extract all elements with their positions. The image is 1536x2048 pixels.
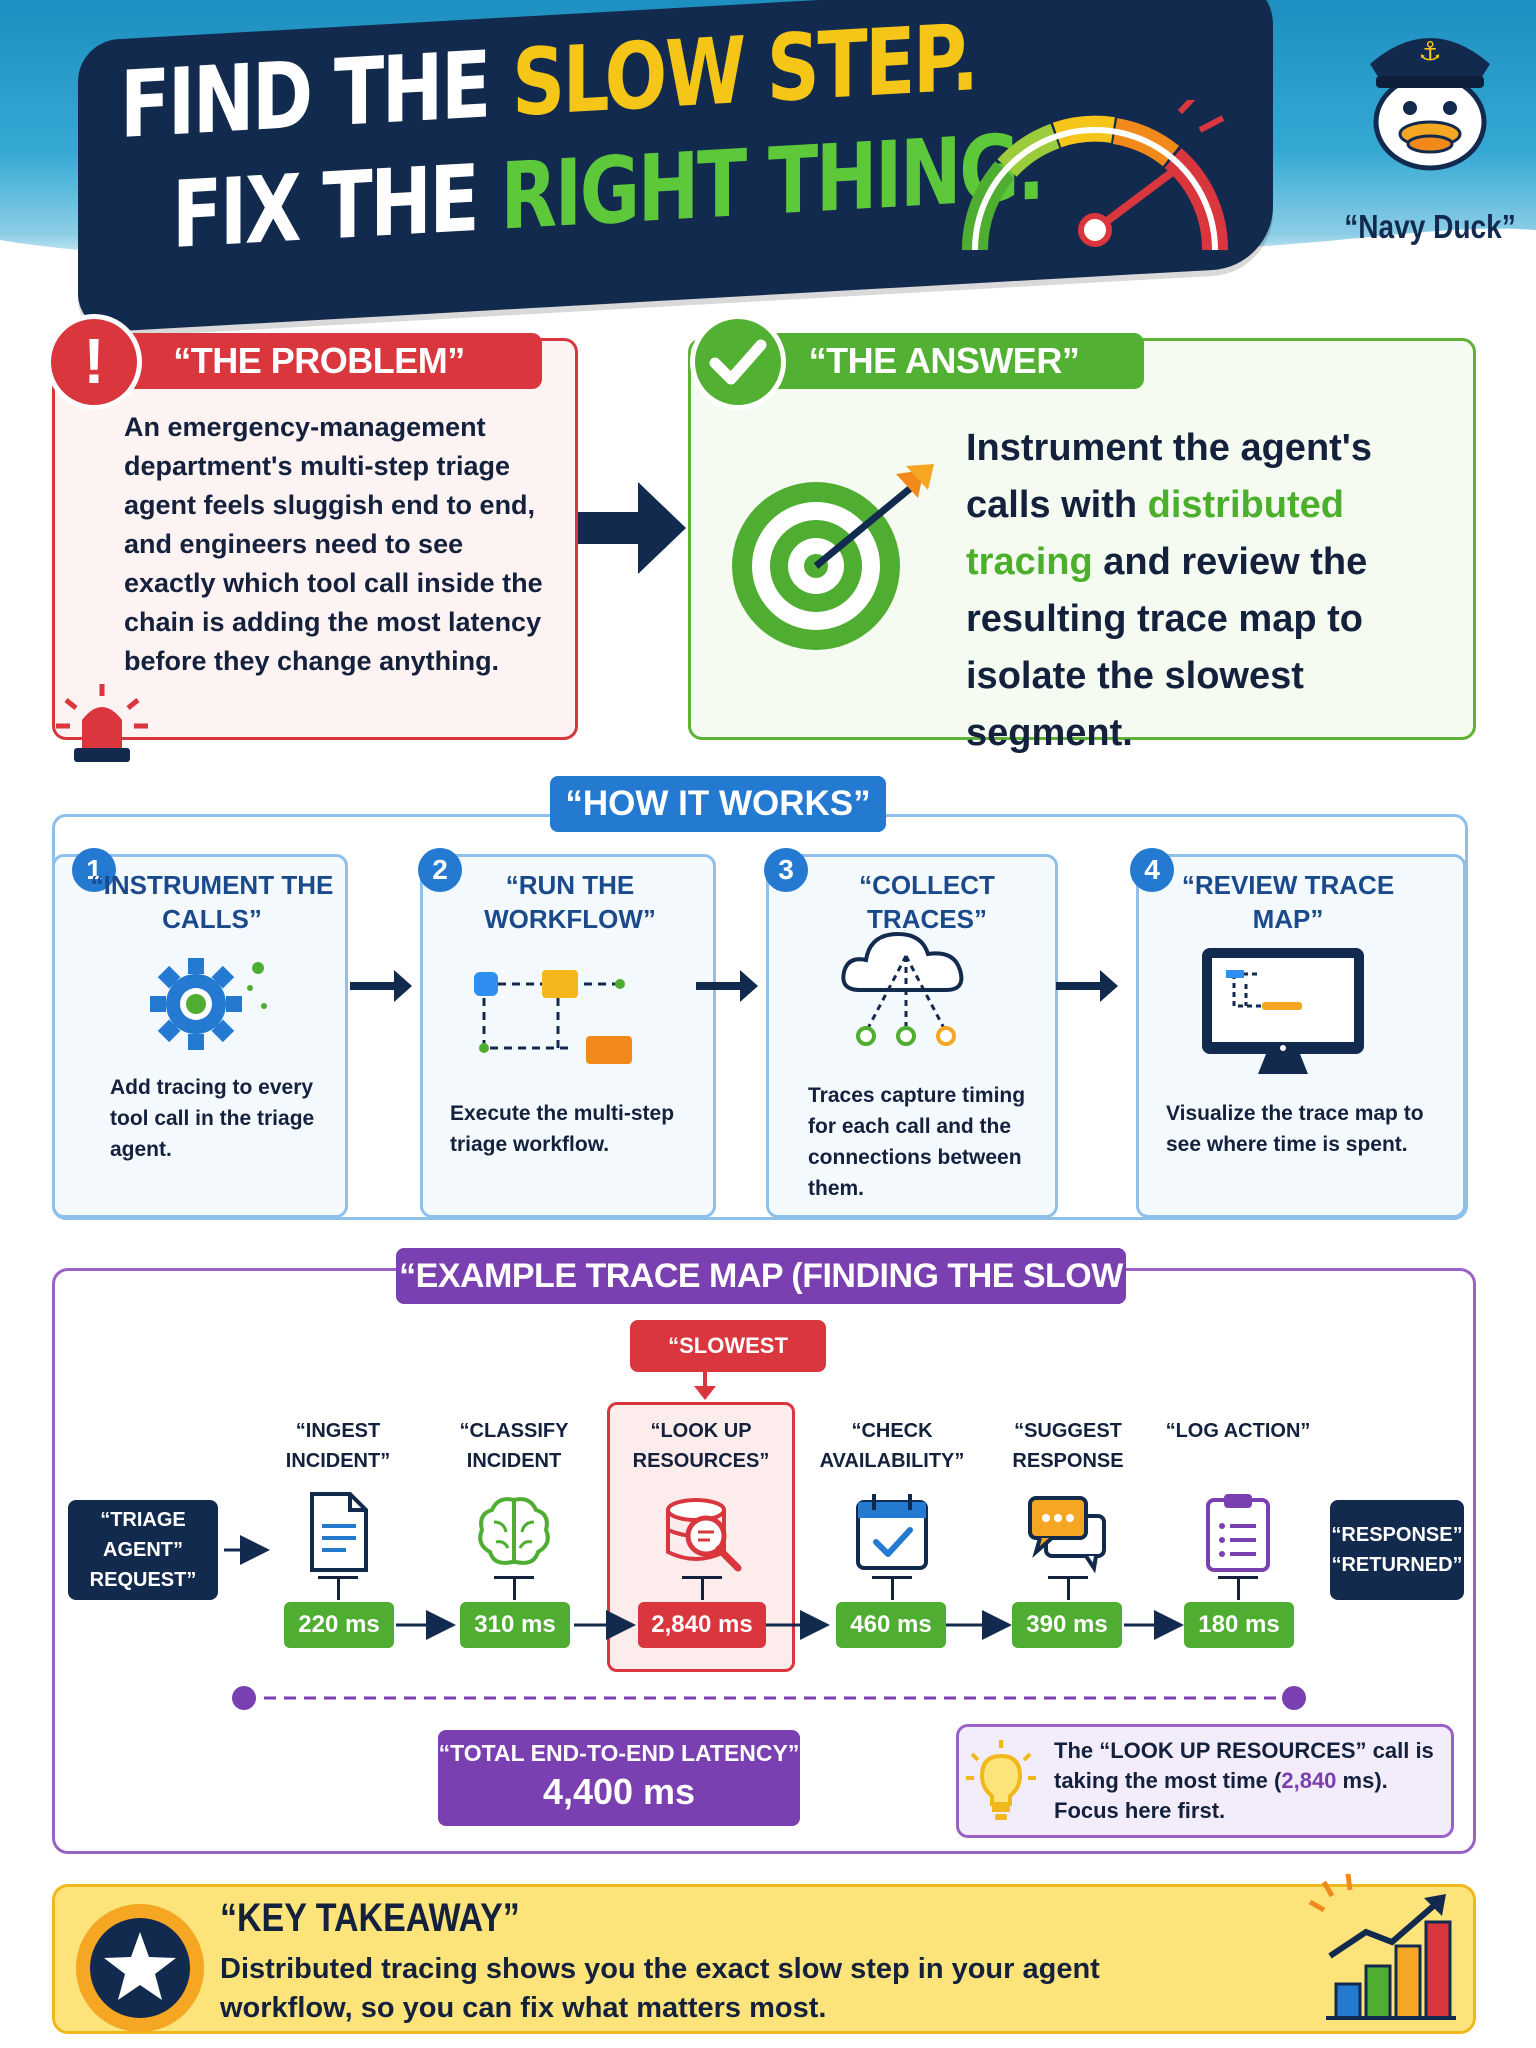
growth-chart-icon [1308, 1873, 1456, 2020]
lightbulb-icon [966, 1740, 1036, 1820]
response-label-2: “RETURNED” [1331, 1554, 1463, 1576]
step-title-1: “INSTRUMENT THE CALLS” [90, 870, 334, 934]
trace-map-title: “EXAMPLE TRACE MAP (FINDING THE SLOW STE… [396, 1248, 1126, 1351]
duration-pill-4: 460 ms [836, 1602, 946, 1648]
step-number-1: 1 [72, 848, 116, 892]
checkmark-icon [690, 314, 786, 410]
stem-2 [513, 1576, 516, 1600]
takeaway-text: Distributed tracing shows you the exact … [220, 1953, 1100, 2024]
stem-4 [891, 1576, 894, 1600]
response-box: “RESPONSE” “RETURNED” [1330, 1500, 1464, 1600]
clipboard-icon [1206, 1494, 1270, 1572]
answer-text: Instrument the agent's calls with distri… [966, 420, 1436, 762]
stem-5 [1067, 1576, 1070, 1600]
problem-title: “THE PROBLEM” [96, 333, 542, 389]
stem-1 [337, 1576, 340, 1600]
duration-pill-3: 2,840 ms [638, 1602, 766, 1648]
exclamation-icon: ! [46, 314, 142, 410]
duration-pill-2: 310 ms [460, 1602, 570, 1648]
speedometer-icon [961, 100, 1229, 251]
step-desc-3: Traces capture timing for each call and … [808, 1084, 1026, 1200]
insight-part1: The “LOOK UP RESOURCES” call is taking t… [1054, 1738, 1434, 1793]
step-title-2: “RUN THE WORKFLOW” [484, 870, 656, 934]
stem-cap-2 [494, 1576, 534, 1579]
answer-highlight: distributed tracing [966, 484, 1344, 583]
takeaway-card [52, 1884, 1476, 2034]
workflow-icon [474, 970, 632, 1064]
target-icon [732, 464, 934, 650]
answer-text-part2: and review the resulting trace map to is… [966, 541, 1368, 754]
trace-step-title-4: “CHECK AVAILABILITY” [819, 1420, 965, 1472]
total-latency-value: 4,400 ms [542, 1771, 696, 1812]
slowest-arrow-icon [694, 1370, 716, 1400]
duration-pill-6: 180 ms [1184, 1602, 1294, 1648]
trace-step-title-6: “LOG ACTION” [1165, 1420, 1311, 1442]
stem-cap-5 [1048, 1576, 1088, 1579]
monitor-icon [1202, 948, 1364, 1074]
brain-icon [478, 1497, 550, 1565]
cloud-network-icon [841, 931, 964, 1046]
answer-text-part1: Instrument the agent's calls with [966, 427, 1372, 526]
stem-cap-1 [318, 1576, 358, 1579]
duck-mascot-icon: ⚓ [1370, 37, 1490, 171]
problem-text: An emergency-management department's mul… [124, 412, 543, 676]
gear-icon [150, 958, 267, 1050]
step-number-4: 4 [1130, 848, 1174, 892]
step-title-3: “COLLECT TRACES” [859, 870, 995, 934]
request-box: “TRIAGE AGENT” REQUEST” [68, 1500, 218, 1600]
stem-3 [701, 1576, 704, 1600]
database-search-icon [666, 1498, 742, 1572]
title-find: FIND THE [120, 30, 513, 160]
answer-title: “THE ANSWER” [744, 333, 1144, 389]
svg-text:⚓: ⚓ [1418, 37, 1441, 67]
step-number-2: 2 [418, 848, 462, 892]
takeaway-title: “KEY TAKEAWAY” [220, 1896, 520, 1940]
request-label-1: “TRIAGE AGENT” [100, 1509, 186, 1561]
insight-box [956, 1724, 1454, 1838]
star-icon [76, 1904, 204, 2032]
title-fix: FIX THE [172, 143, 501, 269]
how-it-works-title: “HOW IT WORKS” [550, 776, 886, 832]
stem-cap-4 [872, 1576, 912, 1579]
insight-text: The “LOOK UP RESOURCES” call is taking t… [1054, 1736, 1444, 1826]
step-arrow-1 [350, 970, 412, 1002]
total-latency-label: “TOTAL END-TO-END LATENCY” [438, 1740, 800, 1766]
mascot-label: “Navy Duck” [1344, 208, 1516, 245]
step-number-3: 3 [764, 848, 808, 892]
calendar-check-icon [856, 1494, 928, 1570]
duration-pill-5: 390 ms [1012, 1602, 1122, 1648]
step-card-2 [420, 854, 716, 1218]
trace-step-title-3: “LOOK UP RESOURCES” [632, 1420, 770, 1472]
problem-card [52, 338, 578, 740]
trace-step-title-5: “SUGGEST RESPONSE [1012, 1420, 1124, 1472]
step-arrow-2 [696, 970, 758, 1002]
slowest-step-tag: “SLOWEST STEP!” [630, 1320, 826, 1410]
siren-icon [56, 684, 148, 762]
step-title-4: “REVIEW TRACE MAP” [1181, 870, 1395, 934]
trace-step-title-1: “INGEST INCIDENT” [285, 1420, 391, 1472]
trace-step-title-2: “CLASSIFY INCIDENT [459, 1420, 569, 1472]
stem-cap-3 [682, 1576, 722, 1579]
insight-highlight: 2,840 [1281, 1768, 1337, 1793]
insight-part2: ms). Focus here first. [1054, 1768, 1388, 1823]
step-desc-2: Execute the multi-step triage workflow. [450, 1102, 675, 1156]
arrow-right-icon [578, 482, 686, 574]
step-desc-1: Add tracing to every tool call in the tr… [110, 1076, 315, 1161]
stem-cap-6 [1218, 1576, 1258, 1579]
step-desc-4: Visualize the trace map to see where tim… [1166, 1102, 1424, 1156]
document-icon [310, 1492, 368, 1572]
duration-pill-1: 220 ms [284, 1602, 394, 1648]
chat-bubbles-icon [1028, 1496, 1106, 1574]
request-label-2: REQUEST” [89, 1569, 197, 1591]
step-arrow-3 [1056, 970, 1118, 1002]
response-label-1: “RESPONSE” [1331, 1524, 1463, 1546]
total-latency-box: “TOTAL END-TO-END LATENCY” 4,400 ms [438, 1730, 800, 1826]
stem-6 [1237, 1576, 1240, 1600]
